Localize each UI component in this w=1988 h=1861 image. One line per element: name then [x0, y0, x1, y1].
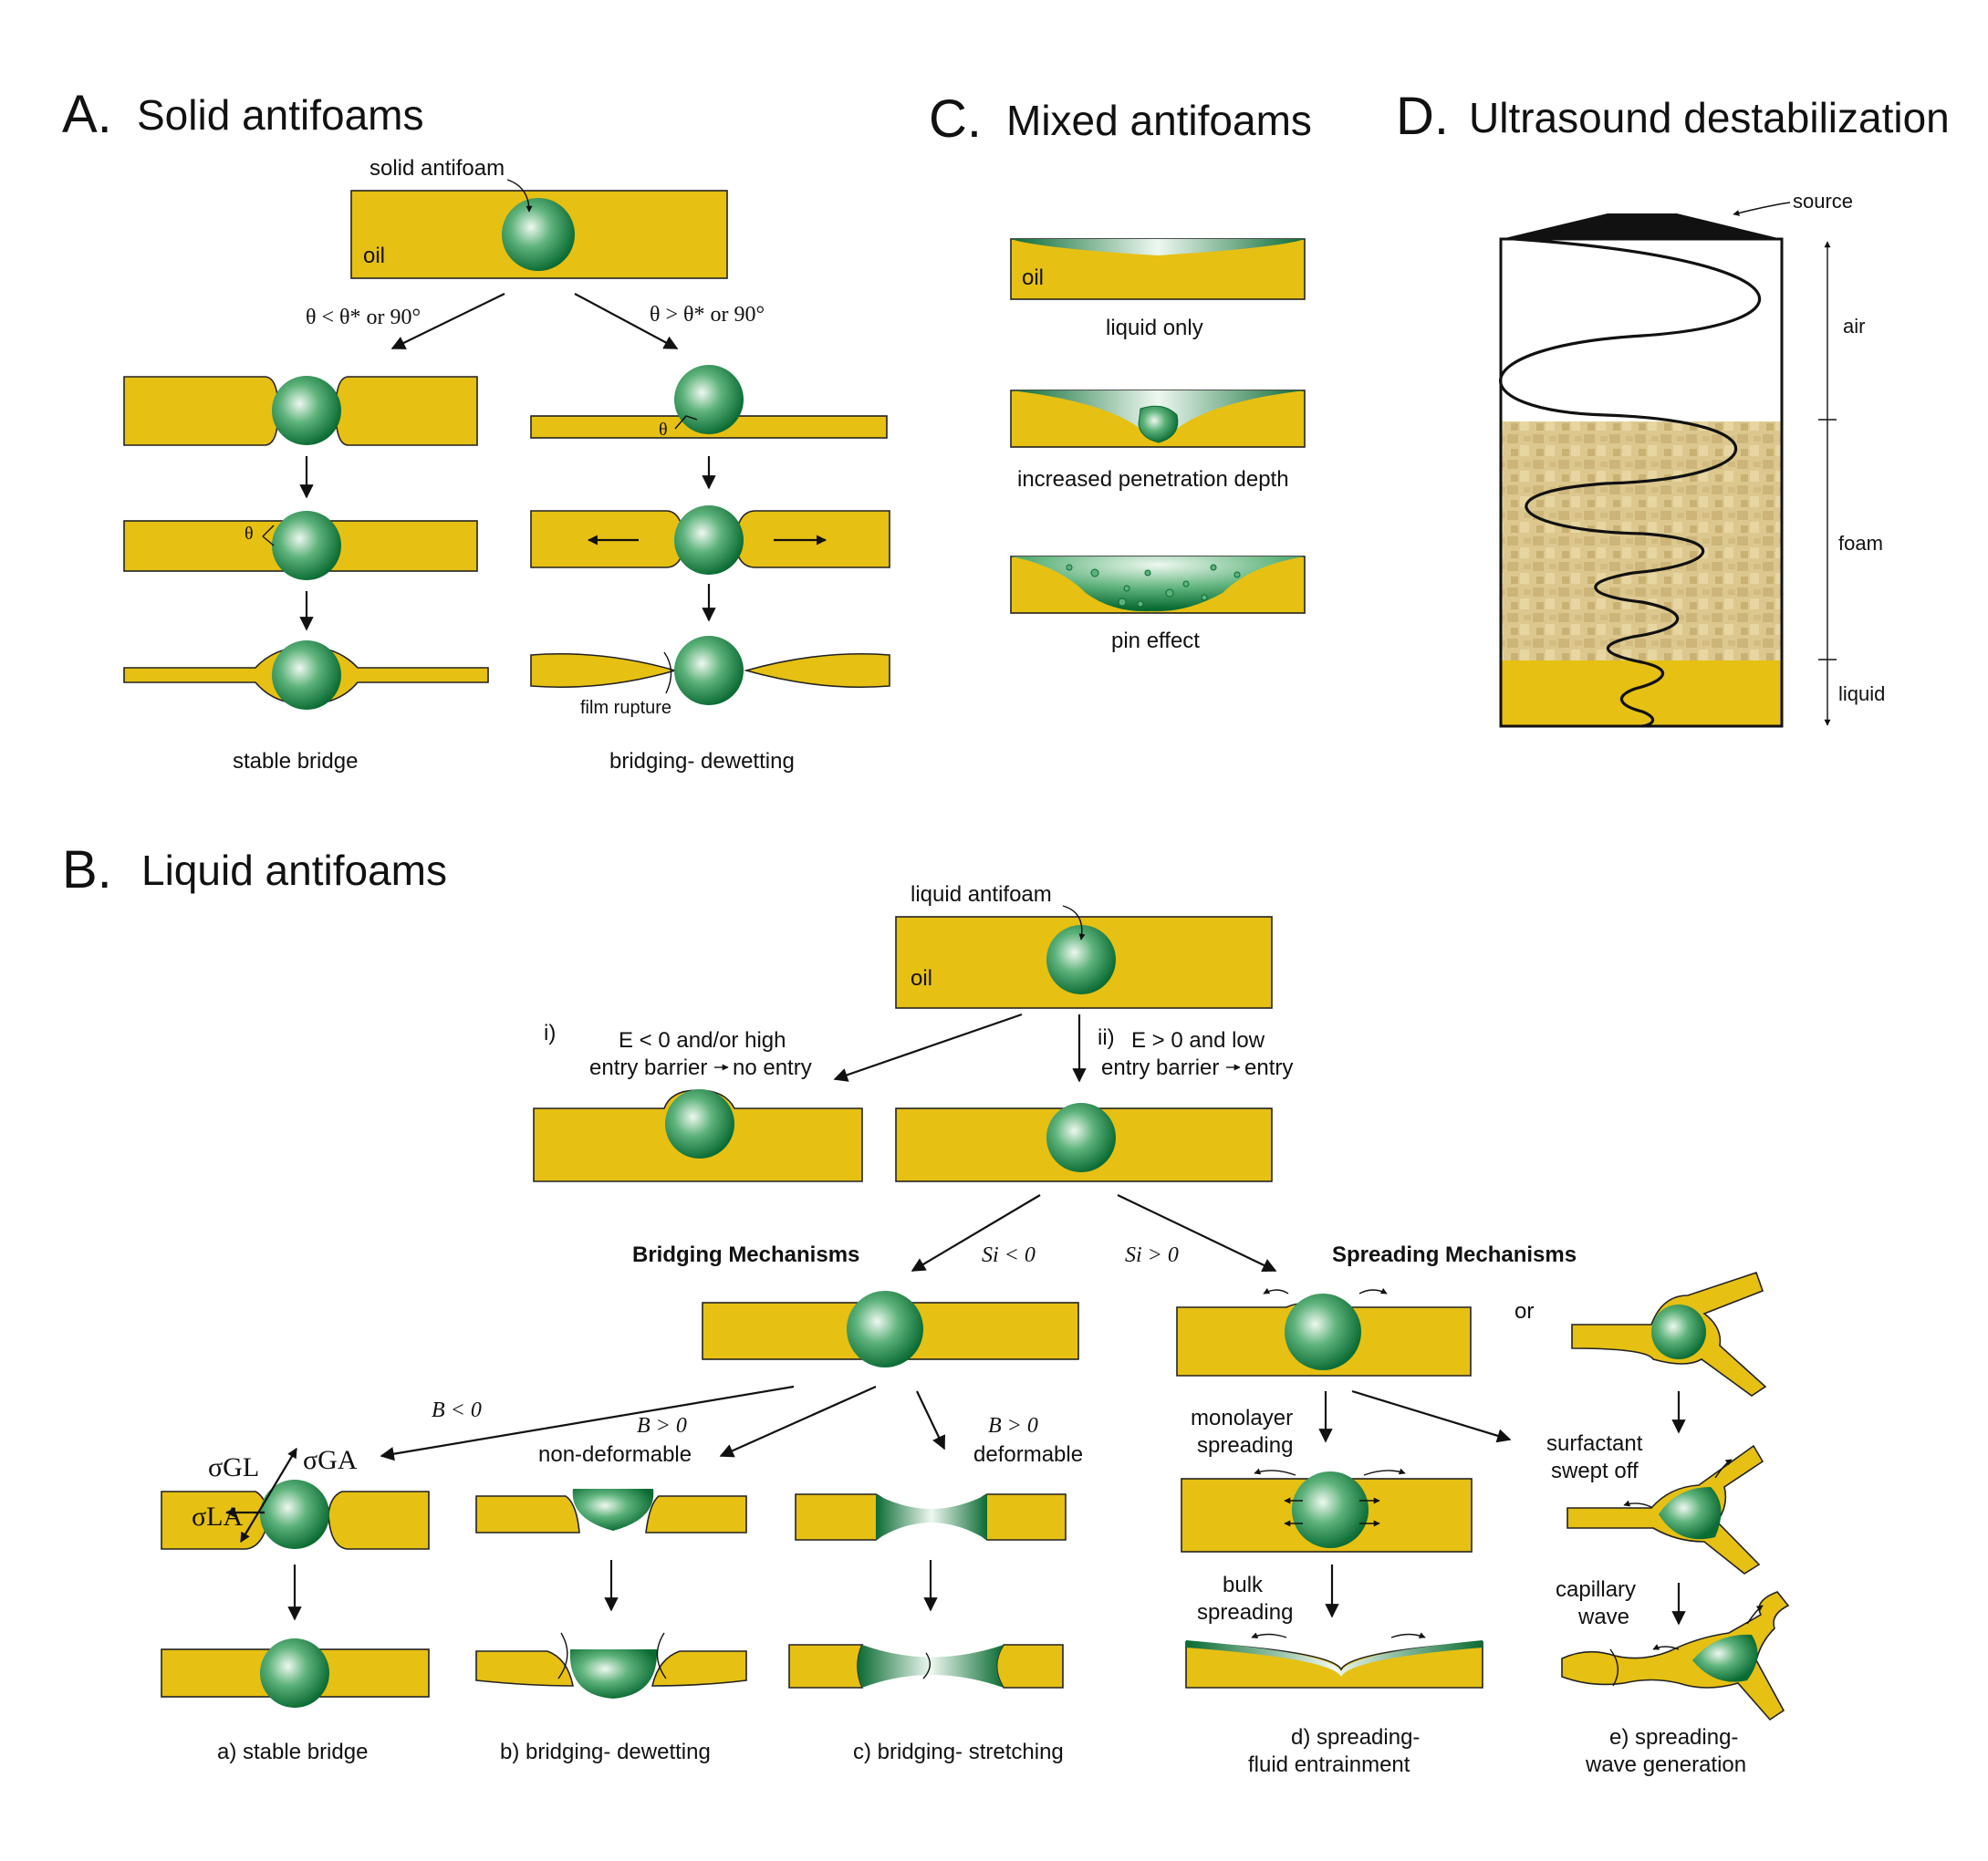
b-negative: B < 0 [432, 1398, 482, 1422]
bridging-mechanisms-title: Bridging Mechanisms [632, 1242, 859, 1267]
caption-stable-bridge: stable bridge [233, 749, 358, 774]
path-i: i) [544, 1021, 556, 1045]
monolayer-label-1: monolayer [1191, 1406, 1293, 1430]
caption-increased-penetration: increased penetration depth [1017, 467, 1289, 492]
panel-b: B. Liquid antifoams liquid antifoam oil … [62, 840, 1790, 1777]
caption-liquid-only: liquid only [1106, 316, 1203, 340]
caption-pin-effect: pin effect [1111, 629, 1200, 653]
caption-e-1: e) spreading- [1609, 1725, 1738, 1750]
path-ii-line1: E > 0 and low [1131, 1028, 1265, 1053]
b-positive-nondeformable: B > 0 [637, 1414, 687, 1438]
surfactant-label-2: swept off [1551, 1459, 1639, 1483]
capillary-label-1: capillary [1556, 1577, 1636, 1602]
oil-label: oil [1022, 265, 1044, 290]
solid-particle [502, 198, 575, 271]
oil-label: oil [911, 966, 932, 991]
caption-e-2: wave generation [1585, 1752, 1746, 1777]
panel-c-title: Mixed antifoams [1006, 97, 1312, 144]
source-label: source [1793, 190, 1853, 213]
panel-a-letter: A. [62, 85, 112, 144]
air-label: air [1843, 315, 1865, 338]
oil-label: oil [363, 244, 385, 268]
caption-d-1: d) spreading- [1291, 1725, 1420, 1750]
path-ii-result: entry [1244, 1055, 1293, 1080]
condition-left: θ < θ* or 90° [306, 306, 421, 329]
sound-wave [1499, 237, 1762, 728]
sigma-ga: σGA [303, 1445, 358, 1475]
panel-d-letter: D. [1396, 87, 1449, 146]
path-i-line2: entry barrier [589, 1055, 707, 1080]
theta-label: θ [659, 420, 668, 440]
caption-a: a) stable bridge [217, 1740, 368, 1764]
monolayer-label-2: spreading [1197, 1433, 1293, 1458]
spreading-mechanisms-title: Spreading Mechanisms [1332, 1242, 1577, 1267]
caption-c: c) bridging- stretching [853, 1740, 1064, 1764]
foam-layer [1501, 421, 1782, 660]
condition-right: θ > θ* or 90° [650, 303, 765, 327]
liquid-label: liquid [1838, 682, 1885, 705]
foam-label: foam [1838, 532, 1883, 555]
si-positive: Si > 0 [1125, 1243, 1179, 1267]
panel-c: C. Mixed antifoams oil liquid only incre… [929, 89, 1312, 653]
panel-b-title: Liquid antifoams [141, 847, 447, 894]
caption-d-2: fluid entrainment [1248, 1752, 1410, 1777]
panel-a-title: Solid antifoams [137, 91, 424, 139]
sigma-la: σLA [192, 1502, 243, 1532]
caption-b: b) bridging- dewetting [500, 1740, 711, 1764]
panel-d-title: Ultrasound destabilization [1469, 94, 1950, 141]
liquid-antifoam-label: liquid antifoam [911, 882, 1052, 907]
liquid-layer [1501, 660, 1782, 726]
bulk-label-2: spreading [1197, 1600, 1293, 1625]
capillary-label-2: wave [1577, 1605, 1629, 1629]
path-ii: ii) [1098, 1025, 1115, 1050]
panel-c-letter: C. [929, 89, 982, 149]
path-i-result: no entry [733, 1055, 812, 1080]
panel-b-letter: B. [62, 840, 112, 899]
theta-label: θ [245, 524, 254, 544]
ultrasound-source [1501, 213, 1782, 239]
si-negative: Si < 0 [982, 1243, 1036, 1267]
particle [272, 376, 341, 445]
solid-antifoam-label: solid antifoam [369, 156, 505, 181]
b-positive-deformable: B > 0 [988, 1414, 1038, 1438]
surfactant-label-1: surfactant [1546, 1431, 1643, 1456]
path-ii-line2: entry barrier [1101, 1055, 1219, 1080]
path-i-line1: E < 0 and/or high [619, 1028, 786, 1053]
caption-bridging-dewetting: bridging- dewetting [609, 749, 795, 774]
or-label: or [1514, 1299, 1534, 1324]
sigma-gl: σGL [208, 1452, 259, 1482]
panel-a: A. Solid antifoams solid antifoam oil θ … [62, 85, 890, 774]
bulk-label-1: bulk [1223, 1573, 1264, 1597]
deformable-label: deformable [973, 1442, 1083, 1467]
non-deformable-label: non-deformable [538, 1442, 692, 1467]
film-rupture-label: film rupture [580, 698, 671, 718]
panel-d: D. Ultrasound destabilization source air… [1396, 87, 1950, 728]
